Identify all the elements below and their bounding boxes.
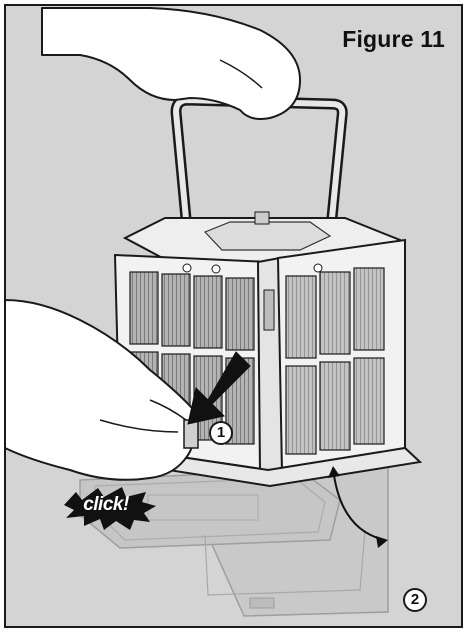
figure-title: Figure 11: [342, 26, 445, 53]
right-filter-face: [278, 240, 405, 472]
click-label: click!: [70, 494, 142, 516]
callout-step-2: 2: [403, 588, 427, 612]
callout-step-1: 1: [209, 421, 233, 445]
latch-tab: [184, 420, 198, 448]
